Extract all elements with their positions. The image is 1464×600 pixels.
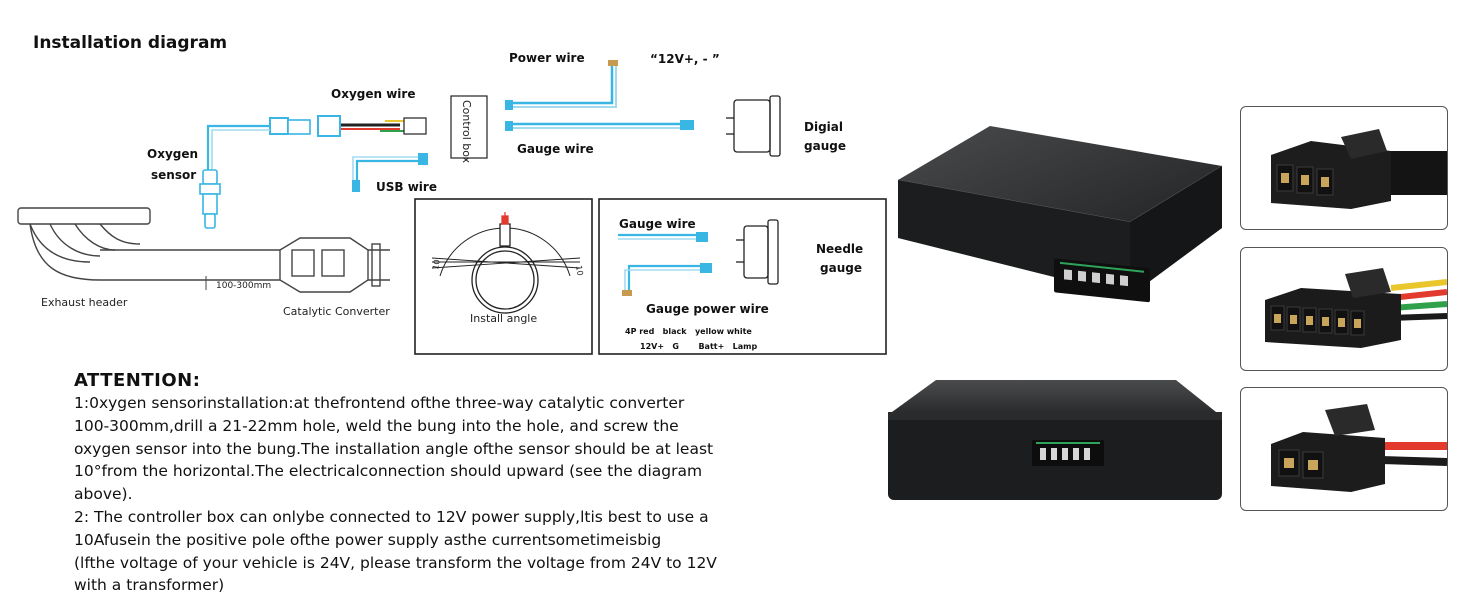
- attention-line: with a transformer): [74, 576, 225, 595]
- control-box: [450, 95, 488, 159]
- attention-line: 100-300mm,drill a 21-22mm hole, weld the…: [74, 416, 679, 435]
- needle-gauge-label-2: gauge: [820, 261, 862, 275]
- install-angle-figure: [431, 212, 581, 314]
- needle-gauge-box: [598, 198, 887, 355]
- connector-thumb-2pin: [1240, 387, 1448, 511]
- connector-thumb-6pin: [1240, 247, 1448, 371]
- attention-line: oxygen sensor into the bung.The installa…: [74, 439, 714, 458]
- gauge-wire-label: Gauge wire: [517, 142, 594, 156]
- power-wire-label: Power wire: [509, 51, 585, 65]
- catalytic-converter-label: Catalytic Converter: [283, 305, 390, 318]
- catalytic-converter: [279, 237, 390, 293]
- connector-6pin-image: [1265, 268, 1447, 348]
- install-angle-label: Install angle: [470, 312, 537, 325]
- angle-right-label: 10: [574, 265, 585, 277]
- oxygen-wire-label: Oxygen wire: [331, 87, 415, 101]
- gauge-power-wire-label: Gauge power wire: [646, 302, 769, 316]
- control-box-label: Control box: [460, 100, 473, 164]
- needle-gauge: [736, 219, 779, 285]
- attention-line: above).: [74, 485, 133, 504]
- oxygen-wire: [206, 115, 427, 170]
- wire-pins-row: 12V+ G Batt+ Lamp: [640, 342, 757, 351]
- angle-left-label: 10: [431, 259, 442, 271]
- power-wire: [505, 60, 618, 110]
- usb-wire: [352, 153, 428, 192]
- needle-gauge-label-1: Needle: [816, 242, 863, 256]
- attention-line: 2: The controller box can onlybe connect…: [74, 507, 709, 526]
- connector-thumb-3pin: [1240, 106, 1448, 230]
- exhaust-header-label: Exhaust header: [41, 296, 128, 309]
- digital-gauge: [726, 95, 781, 157]
- voltage-label: “12V+, - ”: [650, 52, 720, 66]
- connector-3pin-image: [1271, 129, 1447, 209]
- attention-line: 10°from the horizontal.The electricalcon…: [74, 462, 703, 481]
- installation-diagram: Installation diagram Power wire “12V+, -…: [17, 33, 887, 355]
- oxygen-sensor: [199, 169, 221, 229]
- needle-gauge-wire: [618, 232, 712, 296]
- usb-wire-label: USB wire: [376, 180, 437, 194]
- control-box-photo-top: [897, 126, 1223, 303]
- attention-line: (lfthe voltage of your vehicle is 24V, p…: [74, 553, 717, 572]
- distance-label: 100-300mm: [216, 281, 271, 291]
- attention-line: 1:0xygen sensorinstallation:at thefronte…: [74, 394, 685, 412]
- exhaust-header: [17, 207, 280, 281]
- attention-title: ATTENTION:: [74, 370, 201, 391]
- needle-gauge-wire-label: Gauge wire: [619, 217, 696, 231]
- diagram-title: Installation diagram: [33, 33, 227, 53]
- attention-body: 1:0xygen sensorinstallation:at thefronte…: [74, 392, 774, 597]
- attention-line: 10Afusein the positive pole ofthe power …: [74, 530, 662, 549]
- gauge-wire: [505, 120, 694, 131]
- digital-gauge-label-1: Digial: [804, 120, 843, 134]
- wire-colors-row: 4P red black yellow white: [625, 327, 752, 336]
- oxygen-sensor-label-1: Oxygen: [147, 147, 198, 161]
- connector-2pin-image: [1271, 404, 1447, 492]
- oxygen-sensor-label-2: sensor: [151, 168, 196, 182]
- digital-gauge-label-2: gauge: [804, 139, 846, 153]
- control-box-photo-front: [888, 380, 1222, 500]
